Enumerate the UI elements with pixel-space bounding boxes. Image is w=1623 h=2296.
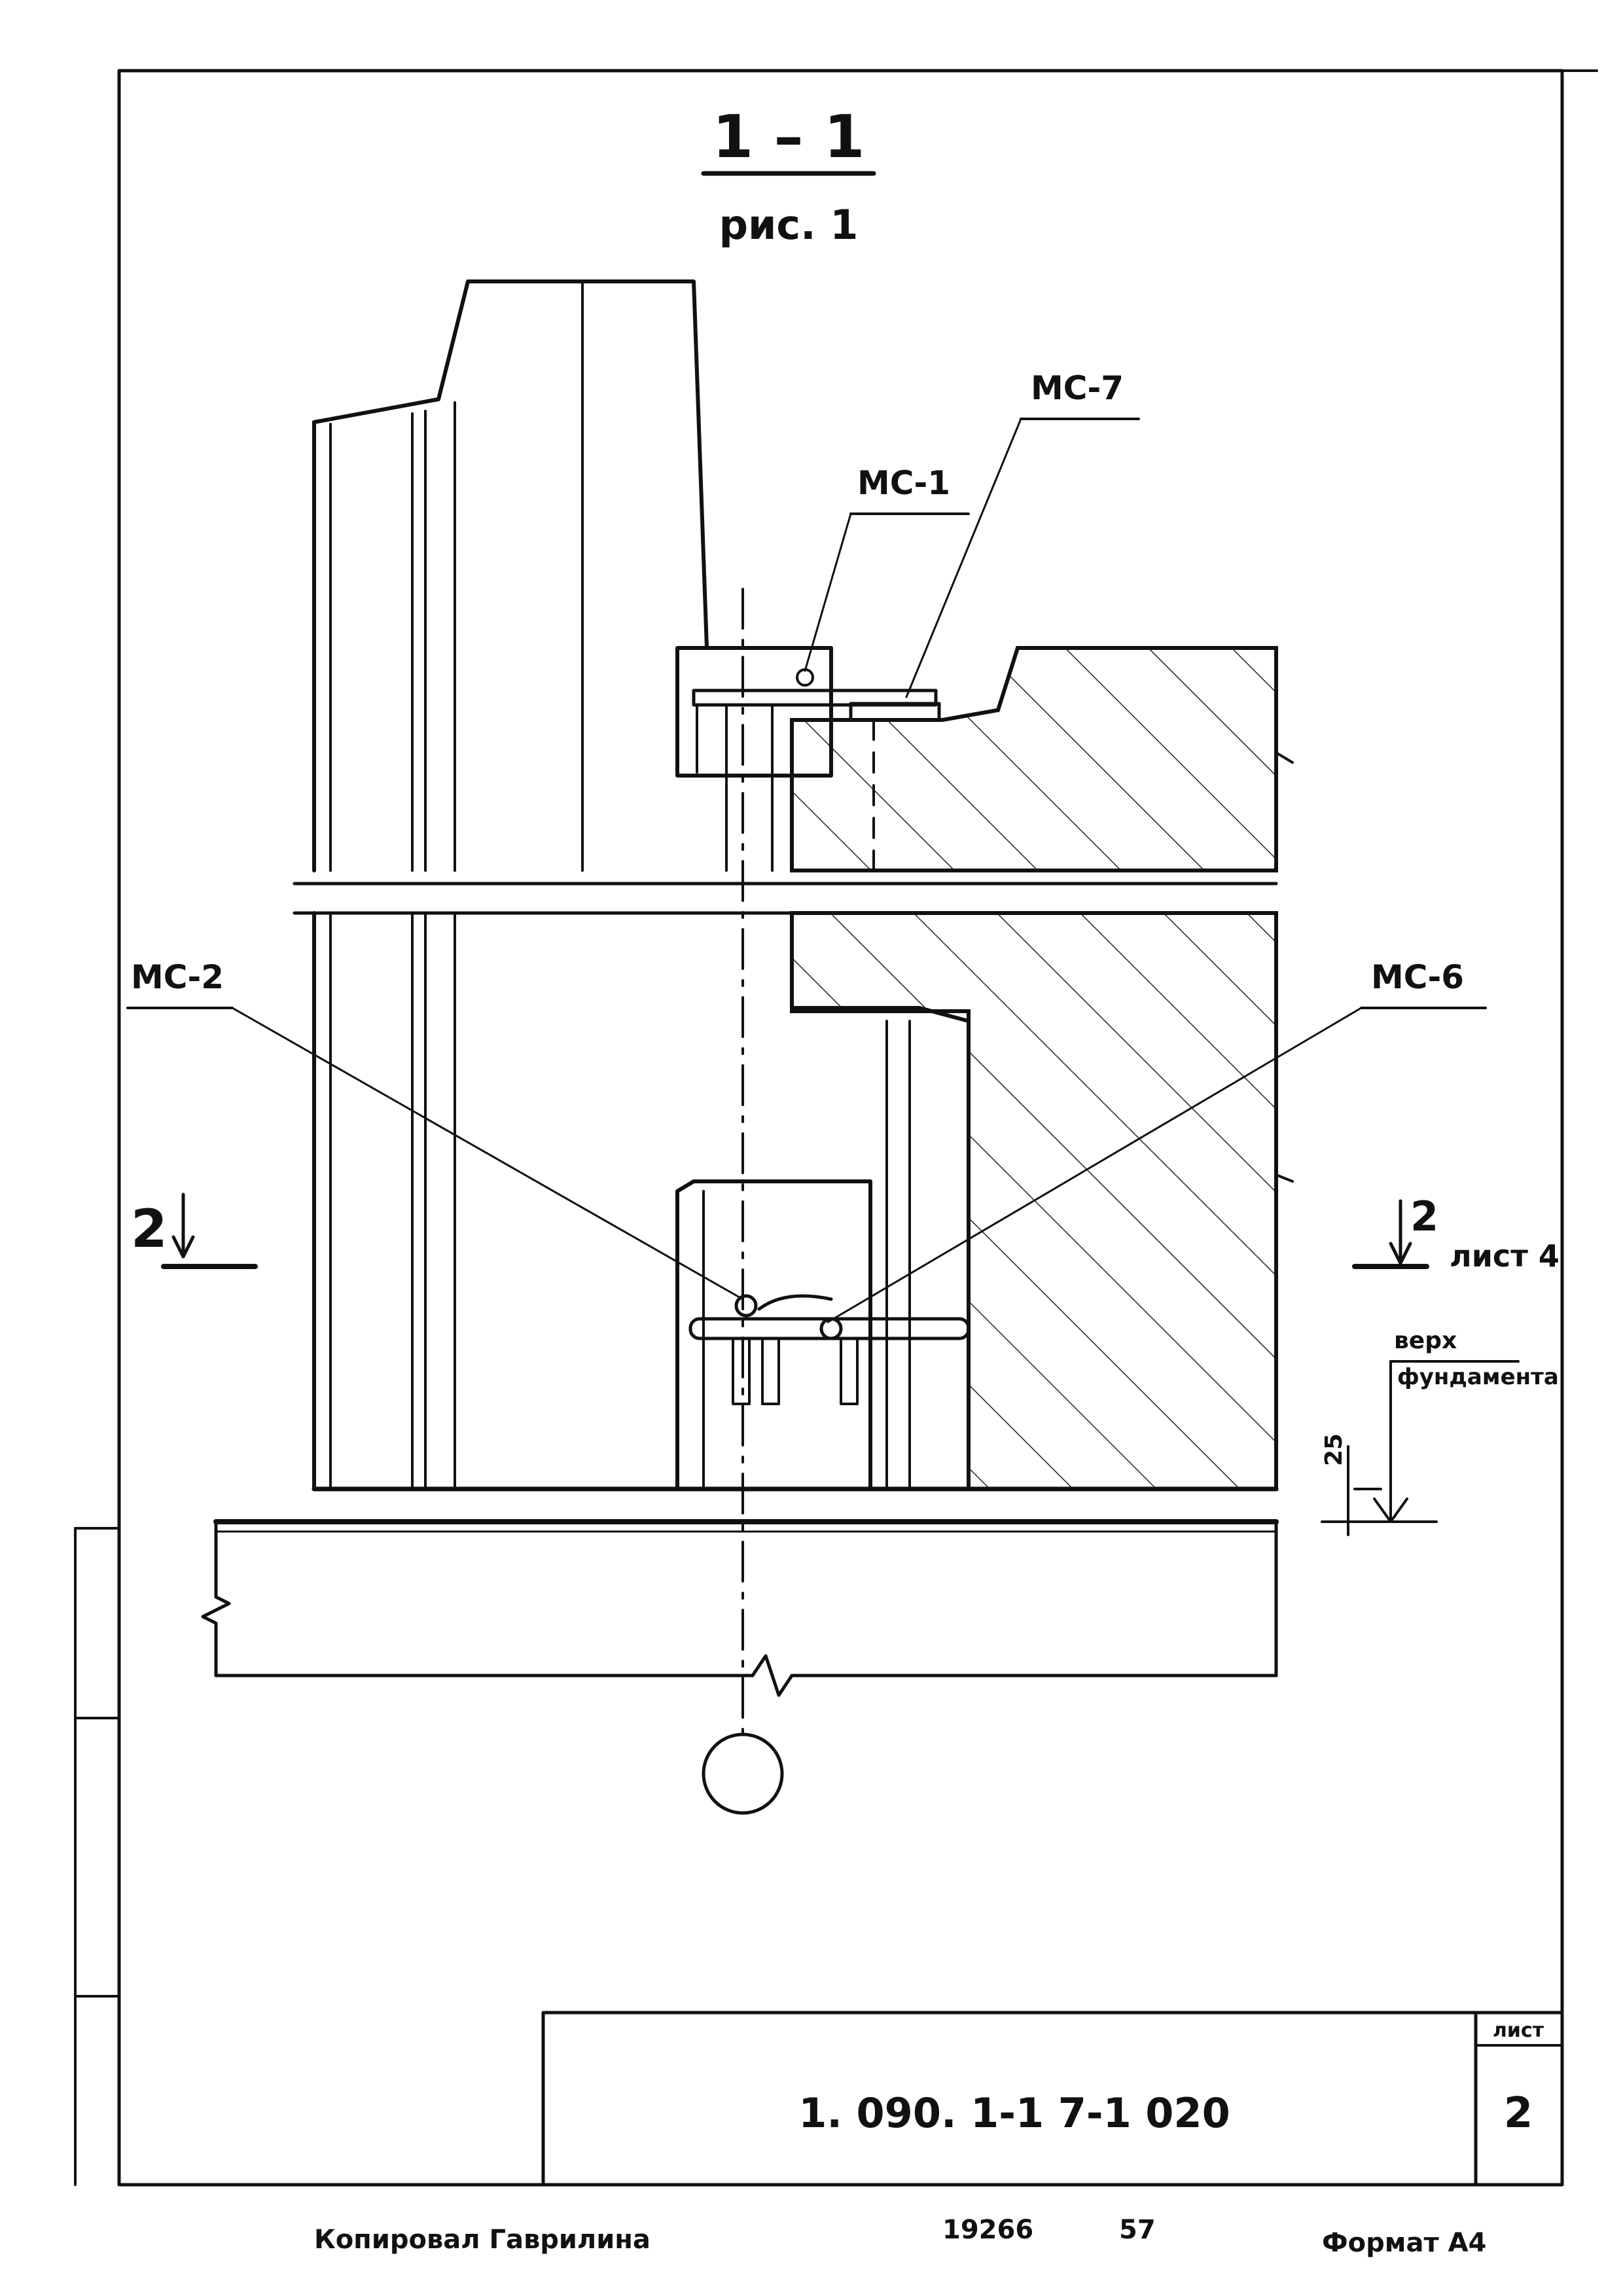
base-slab	[201, 1519, 1279, 1697]
level-dimension: 25	[1321, 1433, 1347, 1466]
anchor-bolt-assembly	[675, 1179, 971, 1491]
title-block: 1. 090. 1-1 7-1 020 лист 2	[541, 2011, 1564, 2187]
level-label-bottom: фундамента	[1397, 1364, 1559, 1390]
cut-mark-sheet-ref: лист 4	[1450, 1238, 1560, 1274]
break-line	[293, 882, 1278, 915]
anchor-plate-detail	[675, 646, 941, 872]
axis-marker-circle	[702, 1732, 784, 1815]
cut-mark-left-number: 2	[131, 1198, 168, 1259]
level-mark: верх фундамента 25	[1321, 1327, 1559, 1536]
callout-mc1-label: МС-1	[857, 464, 950, 502]
section-title: 1 – 1	[713, 103, 865, 171]
foundation-lower	[790, 911, 1294, 1491]
section-subtitle: рис. 1	[719, 201, 859, 249]
footer-copied-by: Копировал Гаврилина	[314, 2225, 651, 2255]
sheet-number: 2	[1504, 2089, 1533, 2138]
foundation-upper	[790, 646, 1294, 872]
footer-format: Формат А4	[1322, 2228, 1486, 2258]
cut-mark-right: 2 лист 4	[1352, 1193, 1560, 1274]
sheet-label: лист	[1493, 2019, 1544, 2042]
callout-mc2: МС-2	[126, 958, 744, 1300]
left-margin-stamp	[74, 1527, 120, 2186]
footer-number-b: 57	[1119, 2215, 1156, 2245]
column-upper-outline	[312, 279, 709, 872]
section-title-group: 1 – 1 рис. 1	[701, 103, 876, 249]
footer: Копировал Гаврилина 19266 57 Формат А4	[314, 2215, 1486, 2258]
document-code: 1. 090. 1-1 7-1 020	[798, 2089, 1230, 2137]
callout-mc7-label: МС-7	[1031, 369, 1124, 407]
drawing-frame	[117, 69, 1598, 2187]
callout-mc7: МС-7	[905, 369, 1140, 698]
cut-mark-left: 2	[131, 1193, 258, 1269]
callout-mc1: МС-1	[804, 464, 970, 672]
footer-number-a: 19266	[942, 2215, 1033, 2245]
level-label-top: верх	[1394, 1327, 1457, 1354]
callout-mc6-label: МС-6	[1371, 958, 1464, 996]
cut-mark-right-number: 2	[1410, 1193, 1438, 1240]
callout-mc6: МС-6	[827, 958, 1487, 1323]
callout-mc2-label: МС-2	[131, 958, 224, 996]
